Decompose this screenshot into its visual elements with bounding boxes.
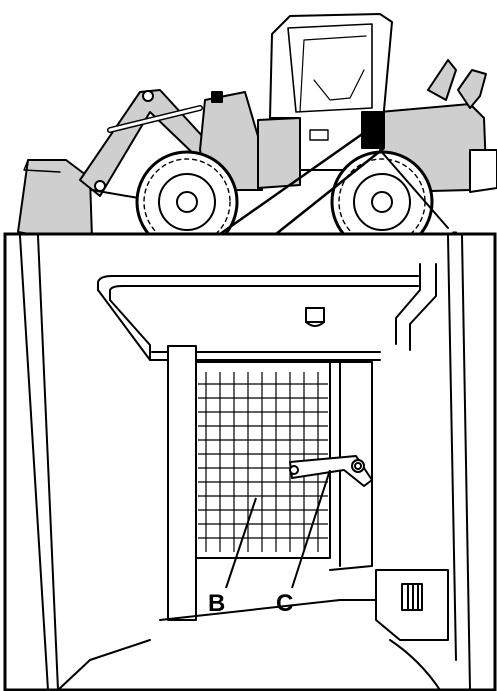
- chassis: [258, 118, 300, 188]
- wheel-loader-icon: [18, 14, 497, 252]
- location-a-area: [362, 112, 384, 148]
- callout-b: B: [208, 590, 225, 617]
- callout-c: C: [276, 590, 293, 617]
